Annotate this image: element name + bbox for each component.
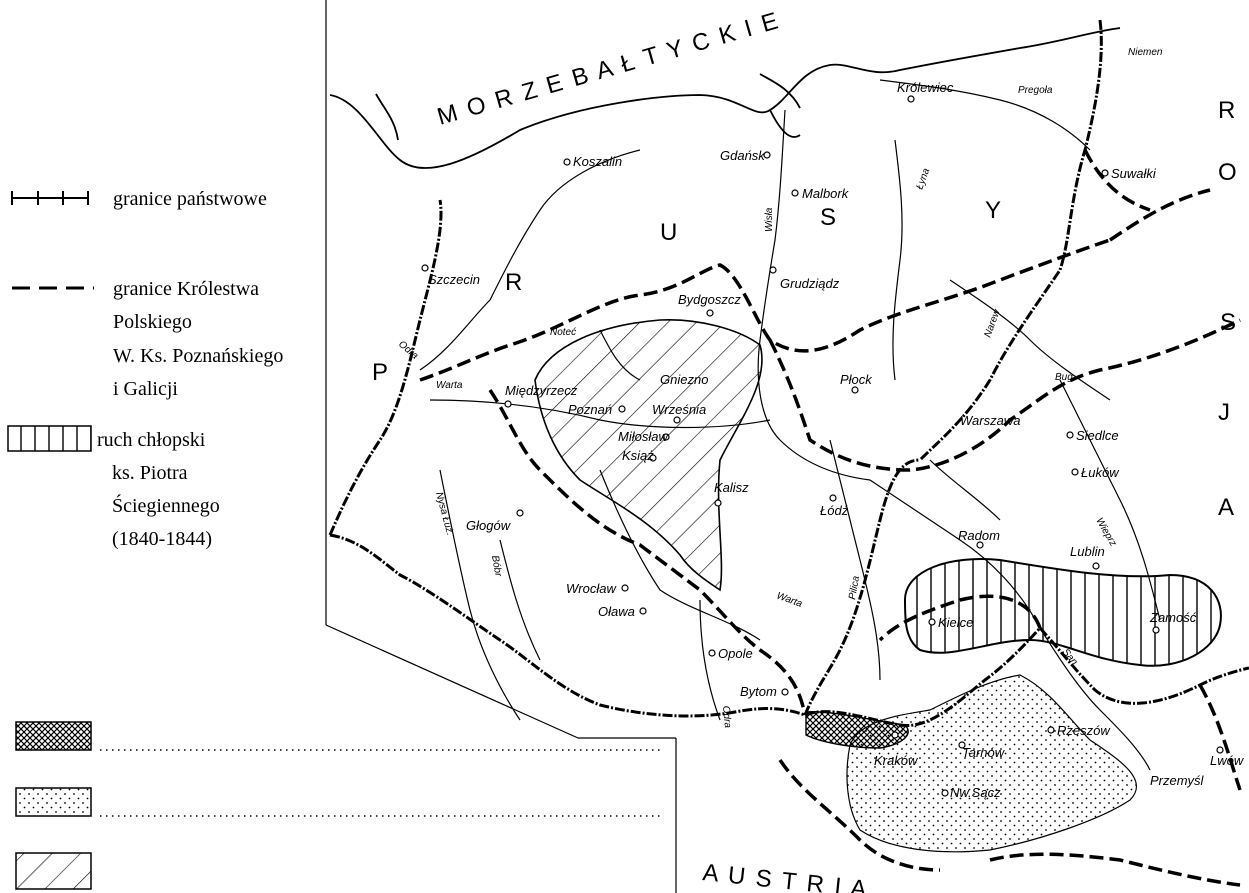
city-tarnow: Tarnów [962,745,1006,760]
city-lodz: Łódź [820,503,849,518]
river-narew: Narew [982,307,1002,339]
city-grudziadz: Grudziądz [780,276,840,291]
city-glogow: Głogów [466,518,512,533]
city-olawa: Oława [598,604,635,619]
city-przemysl: Przemyśl [1150,773,1205,788]
river-niemen: Niemen [1128,47,1163,58]
river-nysa: Nysa Łuż. [433,491,455,537]
legend-peasant-label-1: ruch chłopski [97,429,206,451]
legend-kingdom-border-label-3: W. Ks. Poznańskiego [113,345,283,367]
city-radom: Radom [958,528,1000,543]
baltic-coastline [329,27,1121,169]
rivers [419,79,1161,771]
legend-kingdom-border-label-2: Polskiego [113,311,192,333]
city-siedlce: Siedlce [1076,428,1119,443]
city-miedzyrzecz: Międzyrzecz [505,383,578,398]
city-zamosc: Zamość [1149,610,1197,625]
city-lwow: Lwów [1210,753,1245,768]
city-labels: Koszalin Gdańsk Malbork Królewiec Suwałk… [428,80,1245,800]
legend-crosshatch-symbol [15,721,660,751]
legend-peasant-label-3: Ściegiennego [112,493,220,517]
galician-rabacja-area [846,674,1137,853]
city-warszawa: Warszawa [960,413,1020,428]
region-label: A [1218,494,1236,521]
legend-kingdom-border-label-4: i Galicji [113,378,178,400]
city-rzeszow: Rzeszów [1057,723,1111,738]
city-koszalin: Koszalin [573,154,622,169]
river-warta-w: Warta [436,380,463,391]
city-wrzesnia: Września [652,402,706,417]
river-bobr: Bóbr [489,555,504,578]
city-kielce: Kielce [938,615,973,630]
region-label: O [1218,159,1239,186]
city-szczecin: Szczecin [428,272,480,287]
city-bydgoszcz: Bydgoszcz [678,292,741,307]
sea-label: M O R Z E B A Ł T Y C K I E [434,7,783,131]
river-wisla: Wisła [764,207,775,232]
city-gdansk: Gdańsk [720,148,766,163]
region-label: Y [985,197,1003,224]
city-markers [421,95,1224,797]
city-gniezno: Gniezno [660,372,708,387]
city-krolewiec: Królewiec [897,80,954,95]
legend-peasant-label-2: ks. Piotra [112,462,188,484]
city-poznan: Poznań [568,402,612,417]
legend-kingdom-border-label-1: granice Królestwa [113,278,259,300]
river-notec: Noteć [550,327,576,338]
city-nowy-sacz: Nw.Sącz [950,785,1001,800]
city-bytom: Bytom [740,684,777,699]
river-lyna: Łyna [914,166,932,191]
legend-state-border-symbol [11,191,89,205]
peasant-movement-area [903,558,1222,667]
city-kalisz: Kalisz [714,480,749,495]
river-odra: Odra [396,339,420,362]
region-label: R [1218,97,1237,124]
region-label: R [505,269,524,296]
kingdom-borders [419,149,1242,887]
region-label: J [1218,399,1232,426]
legend-diagonal-symbol [15,852,92,890]
river-pregola: Pregoła [1018,85,1053,96]
region-label: A U S T R I A [701,859,869,893]
region-label: U [660,219,679,246]
city-lukow: Łuków [1081,465,1120,480]
map-frame [325,0,677,893]
city-plock: Płock [840,372,873,387]
river-odra-s: Odra [720,705,733,729]
legend-peasant-symbol [7,425,92,452]
region-label: S [820,204,838,231]
city-opole: Opole [718,646,753,661]
city-suwalki: Suwałki [1111,166,1157,181]
city-miloslaw: Miłosław [618,429,669,444]
legend-state-border-label: granice państwowe [113,188,267,210]
legend-dots-symbol [15,787,660,817]
legend-peasant-label-4: (1840-1844) [112,528,212,550]
city-lublin: Lublin [1070,544,1105,559]
legend: granice państwowe granice Królestwa Pols… [7,188,660,890]
river-warta-s: Warta [775,590,804,610]
city-ksiaz: Książ [622,448,654,463]
region-label: P [372,359,390,386]
region-label: S [1220,309,1238,336]
river-pilica: Pilica [847,575,862,601]
city-krakow: Kraków [874,753,919,768]
city-wroclaw: Wrocław [566,581,617,596]
city-malbork: Malbork [802,186,850,201]
river-bug: Bug [1055,372,1073,383]
